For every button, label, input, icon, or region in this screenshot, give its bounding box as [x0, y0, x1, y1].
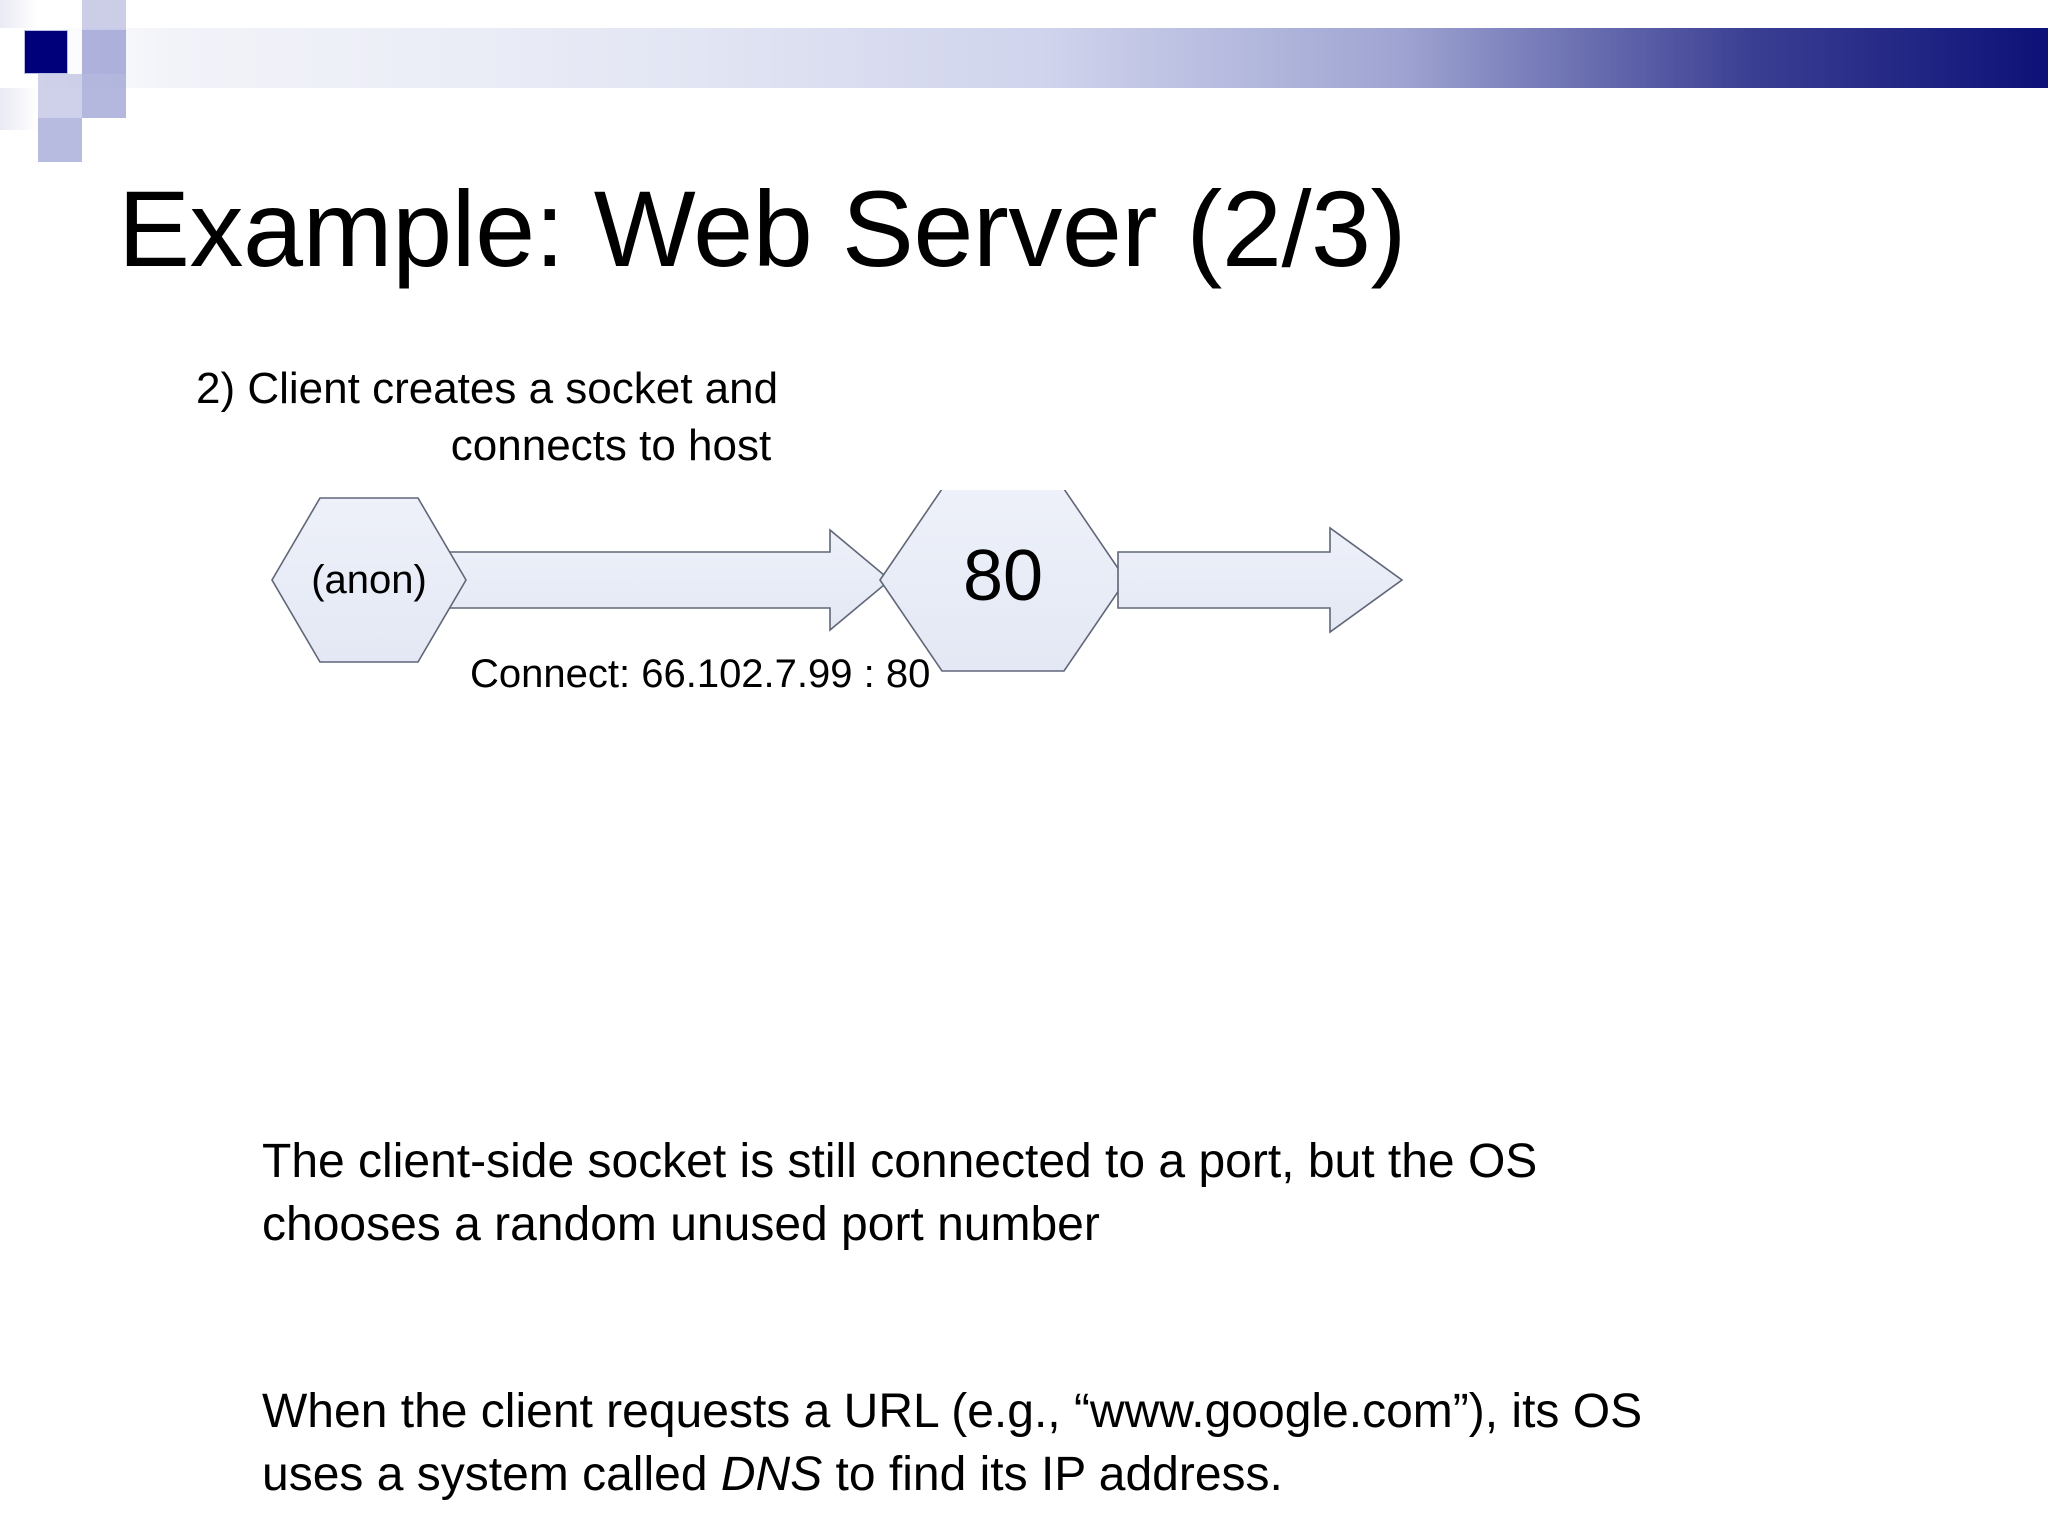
outgoing-arrow-shape [1117, 526, 1404, 634]
header-square-lower-right [82, 74, 126, 118]
header-decoration [0, 0, 2048, 162]
bullet-block: 2) Client creates a socket and connects … [196, 360, 956, 474]
para2-segment-1: When the client requests a URL (e.g., “w… [262, 1385, 1560, 1438]
paragraph-client-side-socket: The client-side socket is still connecte… [262, 1130, 1722, 1257]
para2-segment-3: to find its IP address. [822, 1448, 1283, 1502]
socket-connection-diagram: (anon) 80 Connect: 66.102.7.99 : 80 [230, 490, 1630, 730]
header-gradient-bar [0, 28, 2048, 88]
page-title: Example: Web Server (2/3) [118, 168, 1406, 289]
para2-emphasis-dns: DNS [720, 1448, 823, 1502]
paragraph-dns-lookup: When the client requests a URL (e.g., “w… [262, 1380, 1722, 1507]
header-square-upper-right [82, 30, 126, 74]
server-socket-label: 80 [963, 536, 1043, 616]
bullet-line-1: 2) Client creates a socket and [196, 364, 779, 413]
connection-label: Connect: 66.102.7.99 : 80 [470, 652, 931, 696]
para1-line2: chooses a random unused port number [262, 1198, 1100, 1252]
para1-line1: The client-side socket is still connecte… [262, 1135, 1538, 1188]
header-navy-square [24, 30, 68, 74]
bullet-line-2: connects to host [450, 421, 772, 471]
client-socket-hexagon [271, 497, 467, 663]
header-square-top [82, 0, 126, 30]
client-socket-label: (anon) [311, 558, 427, 602]
header-square-lower-left [38, 74, 82, 118]
header-square-bottom [38, 118, 82, 162]
para2-segment-2: OS uses a system called [262, 1385, 1643, 1502]
